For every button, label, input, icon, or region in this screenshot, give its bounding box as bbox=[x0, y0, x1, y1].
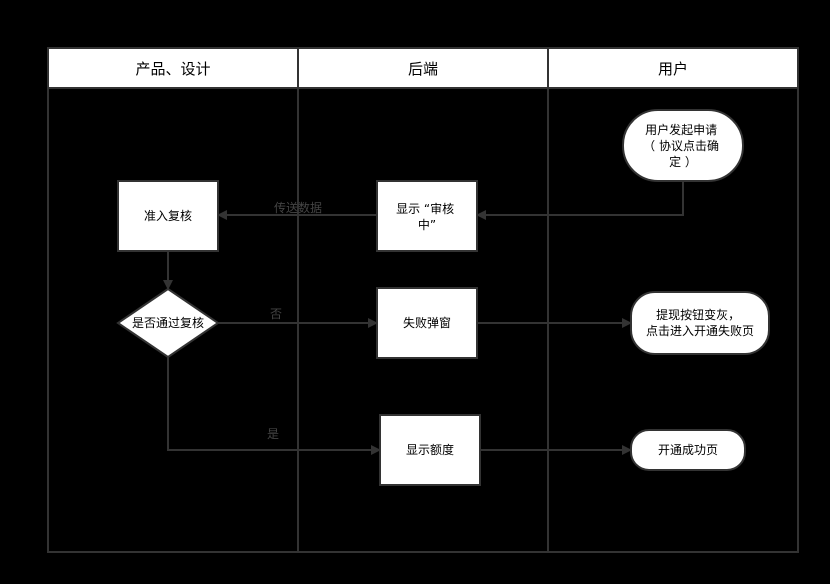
svg-text:用户发起申请 （ 协议点击确 定 ）: 用户发起申请 （ 协议点击确 定 ） bbox=[643, 122, 723, 169]
node-withdraw-gray-line-2: 点击进入开通失败页 bbox=[646, 323, 754, 338]
node-open-success-shape bbox=[630, 429, 746, 471]
node-pass-decision-shape bbox=[116, 287, 220, 359]
edge-label-transfer-data: 传送数据 bbox=[274, 200, 322, 215]
node-user-apply-line-2: （ 协议点击确 bbox=[643, 138, 719, 153]
node-admit-review: 准入复核 bbox=[117, 180, 219, 252]
node-withdraw-gray-line-1: 提现按钮变灰， bbox=[656, 307, 740, 322]
node-user-apply-shape bbox=[622, 109, 744, 182]
node-show-reviewing-shape bbox=[376, 180, 478, 252]
node-user-apply-line-3: 定 ） bbox=[669, 154, 697, 169]
swimlane-container: 产品、设计 后端 用户 bbox=[47, 47, 799, 553]
node-show-quota-shape bbox=[379, 414, 481, 486]
node-withdraw-gray-shape bbox=[630, 291, 770, 355]
lane-title-product-design: 产品、设计 bbox=[135, 60, 210, 78]
edge-label-yes: 是 bbox=[267, 427, 279, 441]
node-show-quota-label: 显示额度 bbox=[406, 442, 454, 457]
node-open-success-label: 开通成功页 bbox=[658, 443, 718, 457]
node-pass-decision-label: 是否通过复核 bbox=[132, 316, 204, 330]
node-fail-popup-label: 失败弹窗 bbox=[403, 315, 451, 330]
edge-apply-to-reviewing bbox=[476, 181, 684, 220]
node-admit-review-label: 准入复核 bbox=[144, 209, 192, 223]
connectors bbox=[163, 181, 684, 455]
edge-label-no: 否 bbox=[270, 307, 282, 321]
svg-text:提现按钮变灰， 点击进入开通失败页: 提现按钮变灰， 点击进入开通失败页 bbox=[646, 307, 754, 338]
node-user-apply: 用户发起申请 （ 协议点击确 定 ） bbox=[622, 109, 744, 182]
node-show-reviewing: 显示 “审核 中” bbox=[376, 180, 478, 252]
edge-decision-yes-to-quota bbox=[167, 357, 381, 455]
node-admit-review-shape bbox=[117, 180, 219, 252]
node-user-apply-line-1: 用户发起申请 bbox=[645, 122, 717, 137]
node-show-reviewing-line-2: 中” bbox=[418, 217, 436, 232]
node-open-success: 开通成功页 bbox=[630, 429, 746, 471]
node-fail-popup: 失败弹窗 bbox=[376, 287, 478, 359]
node-show-reviewing-line-1: 显示 “审核 bbox=[396, 201, 454, 216]
node-pass-decision: 是否通过复核 bbox=[116, 287, 220, 359]
lane-title-user: 用户 bbox=[658, 60, 688, 78]
node-withdraw-gray: 提现按钮变灰， 点击进入开通失败页 bbox=[630, 291, 770, 355]
lane-title-backend: 后端 bbox=[408, 60, 438, 78]
node-fail-popup-shape bbox=[376, 287, 478, 359]
swimlane-border bbox=[47, 47, 799, 553]
svg-text:显示 “审核 中”: 显示 “审核 中” bbox=[396, 201, 458, 232]
node-show-quota: 显示额度 bbox=[379, 414, 481, 486]
